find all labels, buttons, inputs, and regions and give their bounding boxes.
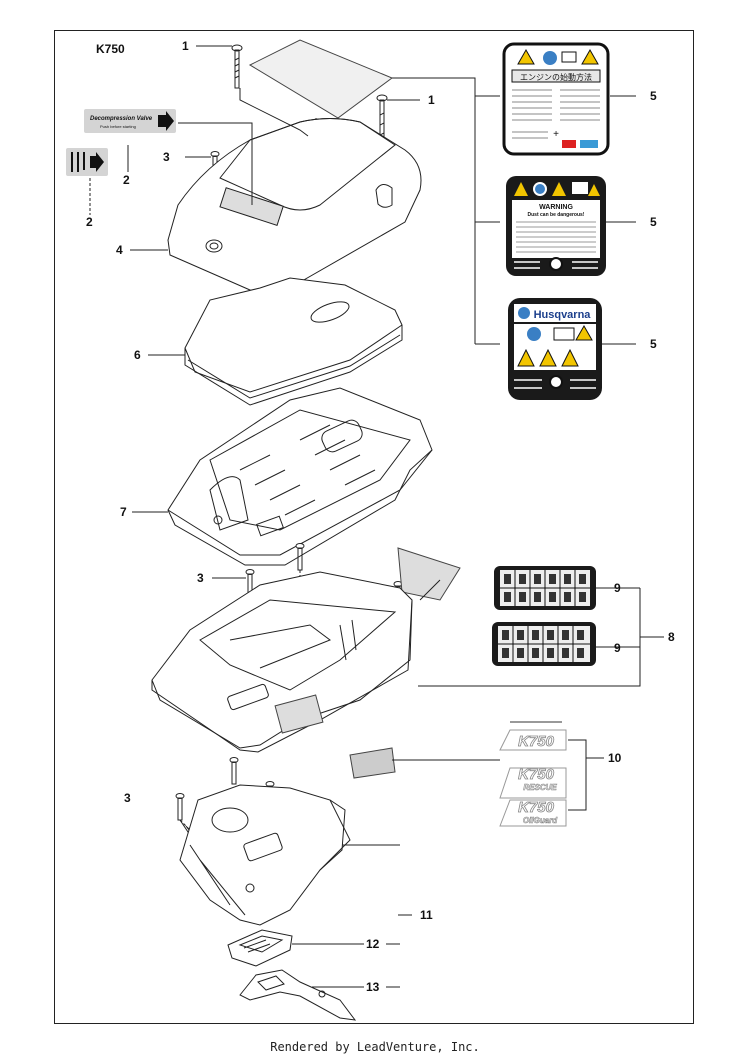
callout-3-upper: 3 — [163, 150, 170, 164]
badge-k750-rescue: K750 — [518, 766, 555, 783]
callout-4: 4 — [116, 243, 123, 257]
callout-3-middle: 3 — [197, 571, 204, 585]
part-6-air-filter[interactable] — [184, 277, 403, 406]
callout-2-upper: 2 — [123, 173, 130, 187]
warning-title: WARNING — [539, 204, 573, 211]
decal-9-controls-upper[interactable] — [494, 566, 596, 610]
callout-5-top: 5 — [650, 89, 657, 103]
callout-1-left: 1 — [182, 39, 189, 53]
callout-8: 8 — [668, 630, 675, 644]
badge-oilguard-word: OilGuard — [523, 816, 558, 825]
callout-5-bottom: 5 — [650, 337, 657, 351]
part-7-filter-housing[interactable] — [167, 387, 433, 566]
jp-title: エンジンの始動方法 — [520, 72, 592, 82]
badge-k750-oilguard: K750 — [518, 799, 555, 816]
footer-credit: Rendered by LeadVenture, Inc. — [270, 1040, 480, 1054]
part-4-top-cover[interactable] — [167, 118, 422, 294]
callout-13: 13 — [366, 980, 380, 994]
callout-7: 7 — [120, 505, 127, 519]
decal-10-model-badges[interactable] — [499, 721, 567, 827]
callout-3-lower: 3 — [124, 791, 131, 805]
badge-k750: K750 — [518, 733, 555, 750]
rescue-label-plate[interactable] — [349, 747, 396, 779]
decomp-sub: Push before starting — [100, 124, 136, 129]
part-1-screw-left[interactable] — [231, 44, 243, 89]
part-12-grip[interactable] — [227, 929, 293, 967]
callout-12: 12 — [366, 937, 380, 951]
decal-jp-decompression[interactable] — [66, 148, 108, 176]
diagram-frame — [54, 30, 694, 1024]
part-11-lower-cover[interactable] — [179, 784, 351, 926]
decomp-title: Decompression Valve — [90, 116, 153, 122]
callout-9-upper: 9 — [614, 581, 621, 595]
callout-11: 11 — [420, 908, 433, 922]
decal-5-husqvarna[interactable]: Husqvarna — [508, 298, 602, 400]
callout-1-right: 1 — [428, 93, 435, 107]
model-label: K750 — [96, 42, 125, 56]
part-8-cylinder-cover[interactable] — [151, 571, 413, 753]
callout-9-lower: 9 — [614, 641, 621, 655]
decal-5-warning[interactable]: WARNING Dust can be dangerous! — [506, 176, 606, 276]
warning-sub: Dust can be dangerous! — [528, 212, 585, 218]
decal-5-japanese-start[interactable]: エンジンの始動方法 + — [502, 42, 610, 156]
callout-6: 6 — [134, 348, 141, 362]
callout-5-middle: 5 — [650, 215, 657, 229]
callout-2-lower: 2 — [86, 215, 93, 229]
housing-label-plate[interactable] — [397, 547, 461, 601]
decal-decompression-valve[interactable]: Decompression Valve Push before starting — [84, 109, 176, 133]
badge-rescue-word: RESCUE — [523, 783, 557, 792]
callout-10: 10 — [608, 751, 622, 765]
svg-text:+: + — [553, 129, 559, 140]
part-13-bracket[interactable] — [239, 969, 357, 1021]
decal-9-controls-lower[interactable] — [492, 622, 596, 666]
brand-text: Husqvarna — [534, 309, 592, 321]
top-plate[interactable] — [248, 39, 394, 119]
